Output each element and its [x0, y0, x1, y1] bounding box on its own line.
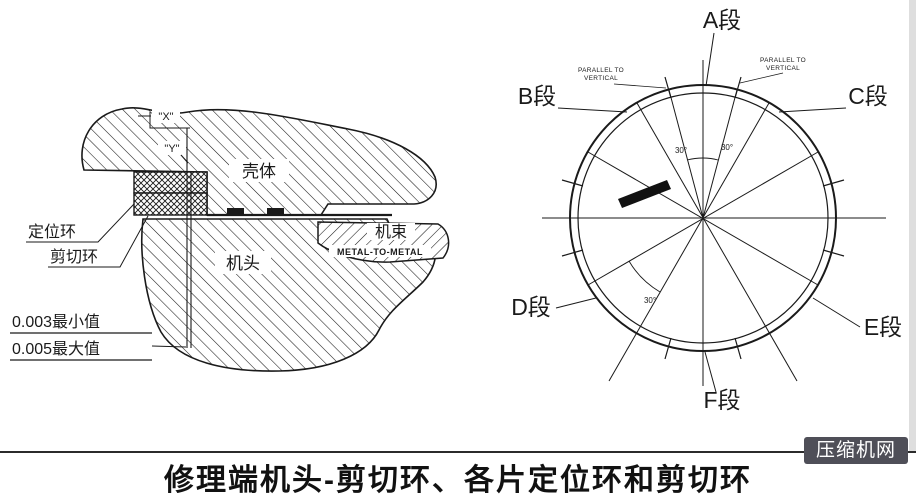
label-background: [229, 159, 289, 182]
section-b-label: B段: [518, 83, 556, 109]
rim-tick: [664, 337, 672, 360]
section-e-label: E段: [864, 314, 902, 340]
dimension-band: [618, 180, 671, 208]
rim-tick: [734, 337, 742, 360]
dim-y-leader: [180, 154, 189, 164]
parallel-note-text: PARALLEL TO: [760, 57, 806, 64]
section-b-leader: [557, 107, 628, 113]
clearance-leader: [151, 345, 187, 348]
metal-to-metal-label: METAL-TO-METAL: [337, 247, 423, 257]
parallel-note-text: PARALLEL TO: [578, 67, 624, 74]
angle-label: 30°: [721, 143, 733, 152]
min-clearance-label: 0.003最小值: [12, 313, 100, 331]
section-f-label: F段: [703, 387, 740, 413]
page-edge-strip: [909, 0, 916, 451]
rim-tick: [822, 179, 845, 187]
max-clearance-label: 0.005最大值: [12, 340, 100, 358]
ring-sections-diagram: 30° 30° 30° A段 B段 C段 D段 E段 F段 PARALLEL T…: [511, 7, 902, 413]
caption: 修理端机头-剪切环、各片定位环和剪切环: [164, 464, 752, 494]
positioning-ring: [133, 171, 208, 194]
dim-y-label: "Y": [164, 143, 179, 155]
section-c-label: C段: [848, 83, 888, 109]
shear-ring-leader: [48, 215, 149, 268]
diameter-spokes: [587, 89, 819, 382]
angle-arcs: [628, 157, 719, 293]
shear-ring: [133, 192, 208, 216]
shear-ring-label: 剪切环: [50, 248, 98, 266]
label-background: [158, 141, 186, 155]
section-c-leader: [778, 107, 847, 113]
section-a-label: A段: [703, 7, 741, 33]
angle-label: 30°: [675, 146, 687, 155]
technical-drawing: 壳体 机头 机束 METAL-TO-METAL "X" "Y" 定位环 剪切环 …: [10, 7, 902, 413]
shell-label: 壳体: [242, 162, 276, 181]
parallel-note-right: PARALLEL TO VERTICAL: [739, 57, 806, 84]
label-background: [329, 245, 431, 257]
rim-tick: [664, 76, 672, 99]
angle-label: 30°: [644, 296, 656, 305]
section-d-leader: [555, 297, 597, 309]
footer-divider: [0, 451, 916, 453]
label-background: [152, 109, 180, 123]
rim-tick: [561, 249, 584, 257]
joint-seal-blocks: [227, 208, 284, 215]
section-a-leader: [705, 32, 715, 87]
section-e-leader: [812, 297, 861, 328]
section-d-label: D段: [511, 294, 551, 320]
shell-notch-edge: [149, 112, 190, 129]
head-label: 机头: [226, 254, 260, 273]
label-background: [215, 251, 271, 274]
parallel-note-left: PARALLEL TO VERTICAL: [578, 67, 667, 89]
parallel-note-text: VERTICAL: [584, 75, 618, 82]
rim-tick: [734, 76, 742, 99]
parallel-note-text: VERTICAL: [766, 65, 800, 72]
rim-ticks: [561, 76, 845, 360]
clearance-gap-lines: [186, 128, 192, 348]
parallel-note-leader: [739, 72, 784, 84]
parallel-note-leader: [613, 83, 667, 89]
rim-tick: [561, 179, 584, 187]
label-background: [367, 223, 415, 240]
section-f-leader: [704, 351, 717, 393]
positioning-ring-label: 定位环: [28, 223, 76, 241]
dim-x-label: "X": [158, 111, 173, 123]
watermark-badge: 压缩机网: [803, 437, 908, 464]
positioning-ring-leader: [26, 203, 135, 243]
cross-section-diagram: 壳体 机头 机束 METAL-TO-METAL "X" "Y" 定位环 剪切环 …: [10, 107, 450, 372]
bundle-label: 机束: [375, 223, 407, 241]
rim-tick: [822, 249, 845, 257]
